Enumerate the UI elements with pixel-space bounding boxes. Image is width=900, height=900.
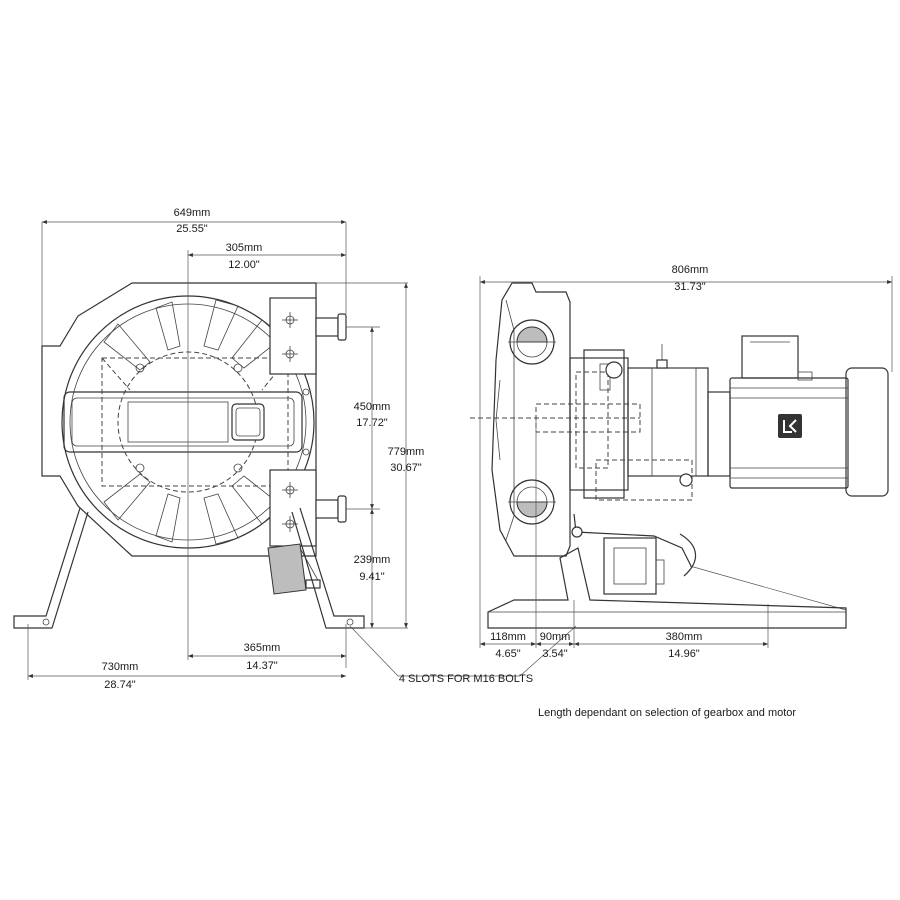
cover-window	[63, 391, 303, 453]
rotor-fins	[103, 299, 283, 545]
dim-450-in: 17.72"	[356, 417, 388, 429]
cover-bolts	[135, 363, 310, 473]
side-view: 806mm 31.73" 118mm 4.65" 90mm 3.54" 380m…	[470, 264, 893, 719]
discharge-port-block	[269, 297, 317, 375]
motor-fan-cover	[845, 367, 889, 497]
dim-90-mm: 90mm	[540, 631, 571, 643]
dim-649-in: 25.55"	[176, 223, 208, 235]
pump-head	[491, 282, 571, 557]
dim-118-in: 4.65"	[495, 648, 520, 660]
upper-roller	[508, 319, 556, 365]
dim-239-mm: 239mm	[354, 554, 391, 566]
dim-365-in: 14.37"	[246, 660, 278, 672]
suction-port-block	[269, 469, 317, 547]
dim-305-in: 12.00"	[228, 259, 260, 271]
lower-roller	[508, 479, 556, 525]
dim-779-in: 30.67"	[390, 462, 422, 474]
gearbox-drain-plug	[679, 473, 693, 487]
bearing-housing-bolt	[605, 361, 623, 379]
dim-779-mm: 779mm	[388, 446, 425, 458]
base-plate	[487, 547, 847, 629]
dim-730-in: 28.74"	[104, 679, 136, 691]
dim-380-mm: 380mm	[666, 631, 703, 643]
front-legs	[13, 507, 365, 629]
dim-118-mm: 118mm	[490, 631, 526, 643]
sensor-box	[267, 543, 321, 595]
dim-305-mm: 305mm	[226, 242, 263, 254]
front-view: 649mm 25.55" 305mm 12.00" 450mm 17.72" 2…	[13, 207, 577, 691]
motor-flange	[707, 391, 731, 477]
dim-90-in: 3.54"	[542, 648, 567, 660]
dim-649-mm: 649mm	[174, 207, 211, 219]
dim-380-in: 14.96"	[668, 648, 700, 660]
side-sensor-box	[603, 537, 657, 595]
dim-806-in: 31.73"	[674, 281, 706, 293]
mount-bolt	[571, 526, 583, 538]
motor	[707, 335, 889, 497]
pump-housing	[41, 282, 317, 557]
dim-365-mm: 365mm	[244, 642, 281, 654]
dim-730-mm: 730mm	[102, 661, 139, 673]
suction-port-flange	[315, 495, 347, 523]
dim-450-mm: 450mm	[354, 401, 391, 413]
discharge-port-flange	[315, 313, 347, 341]
terminal-box	[741, 335, 799, 379]
dim-806-mm: 806mm	[672, 264, 709, 276]
inspection-window	[231, 403, 265, 441]
length-note: Length dependant on selection of gearbox…	[538, 707, 796, 719]
bearing-housing	[569, 357, 629, 491]
dim-239-in: 9.41"	[359, 571, 384, 583]
slots-note: 4 SLOTS FOR M16 BOLTS	[399, 673, 533, 685]
